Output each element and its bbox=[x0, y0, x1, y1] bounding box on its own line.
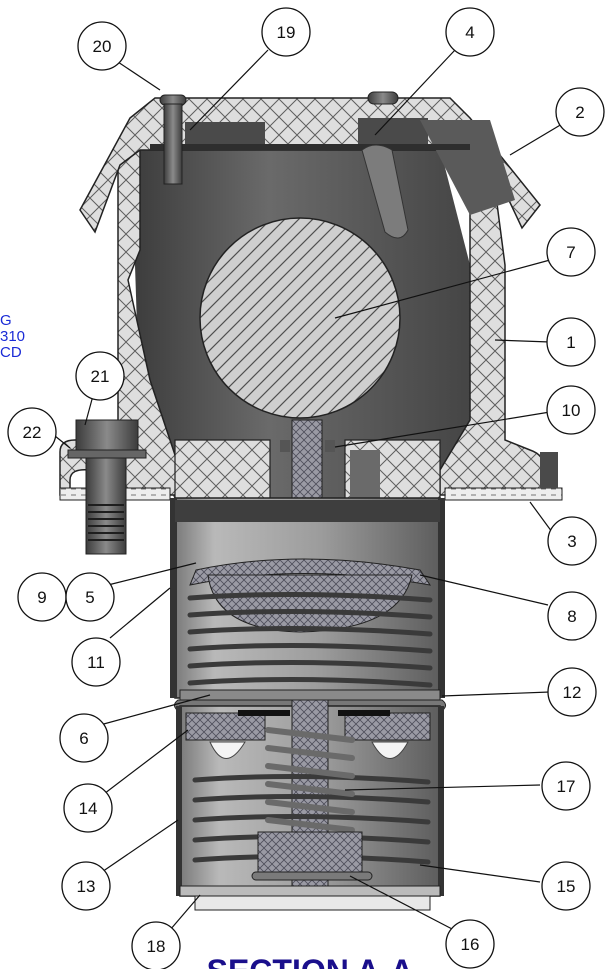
callout-22: 22 bbox=[23, 423, 42, 442]
callout-circle-1 bbox=[546, 317, 596, 367]
upper-spring bbox=[187, 591, 433, 688]
side-note: G 310 CD bbox=[0, 313, 25, 361]
callout-16: 16 bbox=[461, 935, 480, 954]
callout-circle-8 bbox=[547, 591, 597, 641]
callout-circle-12 bbox=[547, 667, 597, 717]
callout-circle-11 bbox=[71, 637, 121, 687]
callout-2: 2 bbox=[575, 103, 584, 122]
callout-15: 15 bbox=[557, 877, 576, 896]
callout-1: 1 bbox=[566, 333, 575, 352]
callout-6: 6 bbox=[79, 729, 88, 748]
slot-feature bbox=[361, 144, 409, 239]
callout-circle-4 bbox=[445, 7, 495, 57]
callout-21: 21 bbox=[91, 367, 110, 386]
callout-20: 20 bbox=[93, 37, 112, 56]
side-note-line-2: 310 bbox=[0, 328, 26, 345]
callout-4: 4 bbox=[465, 23, 474, 42]
callout-circle-15 bbox=[541, 861, 591, 911]
callout-circle-22 bbox=[7, 407, 57, 457]
callout-circle-13 bbox=[61, 861, 111, 911]
callout-11: 11 bbox=[87, 653, 105, 672]
callout-17: 17 bbox=[557, 777, 576, 796]
callout-circle-17 bbox=[541, 761, 591, 811]
callout-circle-5 bbox=[65, 572, 115, 622]
leader-lines bbox=[49, 49, 563, 931]
screw-20 bbox=[159, 94, 187, 185]
callout-circle-6 bbox=[59, 713, 109, 763]
callout-13: 13 bbox=[77, 877, 96, 896]
callout-14: 14 bbox=[79, 799, 98, 818]
callout-circle-2 bbox=[555, 87, 605, 137]
callout-circle-10 bbox=[546, 385, 596, 435]
callout-3: 3 bbox=[567, 532, 576, 551]
side-note-line-3: CD bbox=[0, 344, 22, 361]
callout-circle-14 bbox=[63, 783, 113, 833]
screw-4 bbox=[367, 91, 399, 105]
side-note-line-1: G bbox=[0, 312, 12, 329]
nut-15 bbox=[251, 831, 373, 881]
bolt-21 bbox=[67, 419, 147, 555]
section-title: SECTION A-A bbox=[207, 953, 414, 969]
cap bbox=[79, 97, 541, 234]
callout-9: 9 bbox=[37, 588, 46, 607]
callout-bubbles bbox=[7, 7, 605, 971]
callout-circle-19 bbox=[261, 7, 311, 57]
callout-circle-3 bbox=[547, 516, 597, 566]
callout-10: 10 bbox=[562, 401, 581, 420]
base-ring-18 bbox=[179, 885, 441, 911]
callout-circle-16 bbox=[445, 919, 495, 969]
callout-circle-7 bbox=[546, 227, 596, 277]
callout-circle-20 bbox=[77, 21, 127, 71]
callout-19: 19 bbox=[277, 23, 296, 42]
inner-spring-17 bbox=[265, 727, 355, 833]
callout-5: 5 bbox=[85, 588, 94, 607]
callout-8: 8 bbox=[567, 607, 576, 626]
callout-circle-21 bbox=[75, 351, 125, 401]
seat-14 bbox=[185, 710, 431, 759]
callout-labels: 20 19 4 2 7 1 10 21 22 3 9 5 8 11 12 6 1… bbox=[23, 23, 585, 956]
callout-7: 7 bbox=[566, 243, 575, 262]
callout-12: 12 bbox=[563, 683, 582, 702]
callout-18: 18 bbox=[147, 937, 166, 956]
ball-7 bbox=[199, 217, 401, 419]
